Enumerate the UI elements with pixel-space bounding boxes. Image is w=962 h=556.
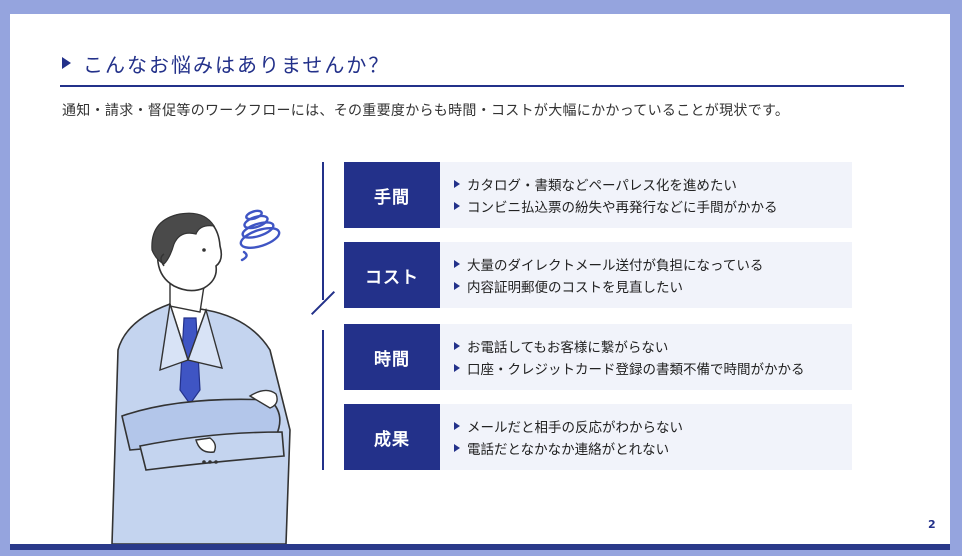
triangle-bullet-icon — [454, 260, 460, 268]
list-item: メールだと相手の反応がわからない — [454, 415, 852, 437]
issue-label: 時間 — [344, 324, 440, 390]
issue-row-cost: コスト 大量のダイレクトメール送付が負担になっている 内容証明郵便のコストを見直… — [344, 242, 852, 308]
list-item: 内容証明郵便のコストを見直したい — [454, 275, 852, 297]
issue-label: 手間 — [344, 162, 440, 228]
triangle-bullet-icon — [454, 444, 460, 452]
list-item: 大量のダイレクトメール送付が負担になっている — [454, 253, 852, 275]
issue-row-effort: 手間 カタログ・書類などペーパレス化を進めたい コンビニ払込票の紛失や再発行など… — [344, 162, 852, 228]
triangle-bullet-icon — [454, 180, 460, 188]
list-item: カタログ・書類などペーパレス化を進めたい — [454, 173, 852, 195]
issue-label: コスト — [344, 242, 440, 308]
issue-list: 大量のダイレクトメール送付が負担になっている 内容証明郵便のコストを見直したい — [440, 242, 852, 308]
issue-text: 口座・クレジットカード登録の書類不備で時間がかかる — [467, 362, 805, 378]
triangle-bullet-icon — [454, 202, 460, 210]
triangle-bullet-icon — [454, 422, 460, 430]
list-item: お電話してもお客様に繋がらない — [454, 335, 852, 357]
issue-row-results: 成果 メールだと相手の反応がわからない 電話だとなかなか連絡がとれない — [344, 404, 852, 470]
issue-text: 内容証明郵便のコストを見直したい — [467, 280, 683, 296]
issue-text: 大量のダイレクトメール送付が負担になっている — [467, 258, 764, 274]
frame-top — [0, 0, 962, 14]
title-underline — [60, 85, 904, 87]
issue-text: カタログ・書類などペーパレス化を進めたい — [467, 178, 737, 194]
page-title: こんなお悩みはありませんか？ — [83, 52, 391, 77]
page-subtitle: 通知・請求・督促等のワークフローには、その重要度からも時間・コストが大幅にかかっ… — [62, 103, 790, 119]
issue-text: 電話だとなかなか連絡がとれない — [467, 442, 670, 458]
issue-text: メールだと相手の反応がわからない — [467, 420, 683, 436]
list-item: 口座・クレジットカード登録の書類不備で時間がかかる — [454, 357, 852, 379]
issue-list: カタログ・書類などペーパレス化を進めたい コンビニ払込票の紛失や再発行などに手間… — [440, 162, 852, 228]
frame-left — [0, 0, 10, 556]
divider-line-top — [322, 162, 324, 300]
list-item: 電話だとなかなか連絡がとれない — [454, 437, 852, 459]
issue-text: お電話してもお客様に繋がらない — [467, 340, 669, 356]
worry-spiral-icon — [239, 209, 281, 262]
frame-bottom-accent — [10, 544, 950, 550]
triangle-bullet-icon — [454, 364, 460, 372]
title-row: こんなお悩みはありませんか？ — [62, 50, 391, 77]
issue-list: メールだと相手の反応がわからない 電話だとなかなか連絡がとれない — [440, 404, 852, 470]
issue-label: 成果 — [344, 404, 440, 470]
triangle-bullet-icon — [454, 342, 460, 350]
issue-list: お電話してもお客様に繋がらない 口座・クレジットカード登録の書類不備で時間がかか… — [440, 324, 852, 390]
issue-row-time: 時間 お電話してもお客様に繋がらない 口座・クレジットカード登録の書類不備で時間… — [344, 324, 852, 390]
triangle-bullet-icon — [454, 282, 460, 290]
triangle-bullet-icon — [62, 57, 71, 69]
list-item: コンビニ払込票の紛失や再発行などに手間がかかる — [454, 195, 852, 217]
issue-text: コンビニ払込票の紛失や再発行などに手間がかかる — [467, 200, 778, 216]
thinking-businessman-icon — [111, 209, 291, 544]
frame-right — [950, 0, 962, 556]
divider-line-bottom — [322, 330, 324, 470]
page-number: 2 — [928, 518, 936, 531]
